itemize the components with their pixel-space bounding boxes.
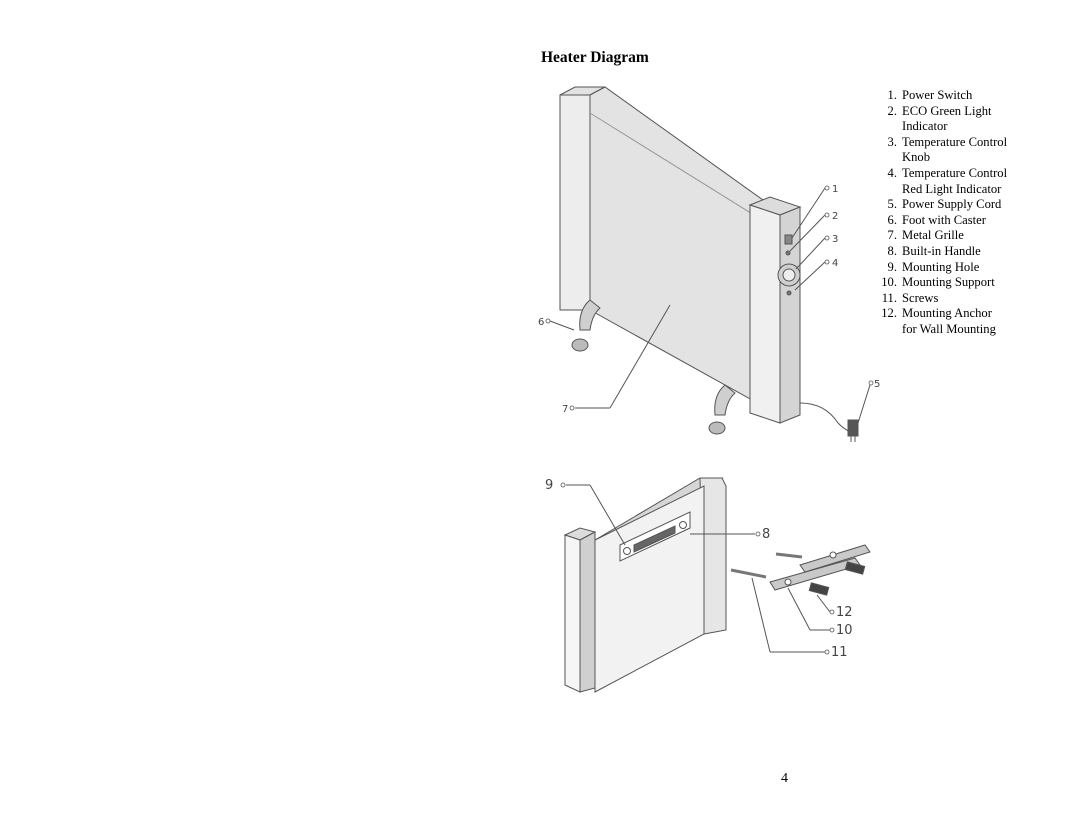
part-label: Mounting Support (902, 275, 995, 290)
wall-anchor-upper (844, 561, 866, 575)
part-number: 1. (887, 88, 897, 102)
part-number: 10. (881, 275, 897, 290)
parts-list-item: 10. Mounting Support (868, 275, 1048, 291)
callout-10: 10 (836, 623, 853, 638)
callout-1: 1 (832, 184, 838, 195)
part-label: Power Supply Cord (902, 197, 1002, 212)
callout-7: 7 (562, 404, 568, 415)
mounting-hole-left (623, 547, 631, 555)
callout-2: 2 (832, 211, 838, 222)
red-light-indicator (786, 290, 792, 296)
parts-list-item: 11. Screws (868, 291, 1048, 307)
page-title: Heater Diagram (541, 49, 649, 66)
foot-with-caster-right (714, 384, 736, 416)
callout-6: 6 (538, 317, 544, 328)
heater-wall-mount-illustration: 8 9 10 11 12 (545, 477, 871, 693)
callout-8: 8 (762, 527, 770, 542)
page-number: 4 (781, 771, 788, 786)
part-label: Built-in Handle (902, 243, 981, 258)
part-number: 4. (887, 165, 897, 180)
parts-list-item: 1. Power Switch (868, 88, 1048, 104)
callout-9: 9 (545, 478, 553, 493)
part-number: 3. (887, 134, 897, 149)
left-end-column (559, 94, 591, 311)
part-label: Metal Grille (902, 228, 964, 243)
parts-list-item: 6. Foot with Caster (868, 213, 1048, 229)
screw-upper (775, 552, 803, 559)
callout-4: 4 (832, 258, 838, 269)
part-label: Foot with Caster (902, 212, 986, 227)
heater-freestanding-illustration: 1 2 3 4 5 6 7 (538, 86, 880, 442)
part-label: Screws (902, 290, 939, 305)
part-number: 5. (887, 197, 897, 212)
part-number: 11. (881, 290, 897, 305)
parts-list-item: 9. Mounting Hole (868, 260, 1048, 276)
callout-12: 12 (836, 605, 853, 620)
mounting-hole-right (679, 521, 687, 529)
parts-list-item: 8. Built-in Handle (868, 244, 1048, 260)
foot-with-caster-left (579, 299, 601, 331)
part-number: 2. (887, 103, 897, 118)
part-number: 6. (887, 212, 897, 227)
part-number: 12. (881, 306, 897, 321)
part-number: 9. (887, 259, 897, 274)
power-plug (847, 419, 859, 437)
callout-3: 3 (832, 234, 838, 245)
part-label: Mounting Hole (902, 259, 980, 274)
power-switch (784, 234, 793, 245)
wall-anchor-lower (808, 582, 830, 596)
parts-list-item: 7. Metal Grille (868, 228, 1048, 244)
parts-list-item: 5. Power Supply Cord (868, 197, 1048, 213)
eco-green-light-indicator (785, 250, 791, 256)
metal-grille-panel (589, 86, 771, 411)
callout-5: 5 (874, 379, 880, 390)
screw-lower (730, 568, 767, 579)
part-number: 8. (887, 243, 897, 258)
part-label: Power Switch (902, 88, 973, 102)
part-number: 7. (887, 228, 897, 243)
callout-11: 11 (831, 645, 848, 660)
mounting-support-upper (799, 544, 871, 573)
